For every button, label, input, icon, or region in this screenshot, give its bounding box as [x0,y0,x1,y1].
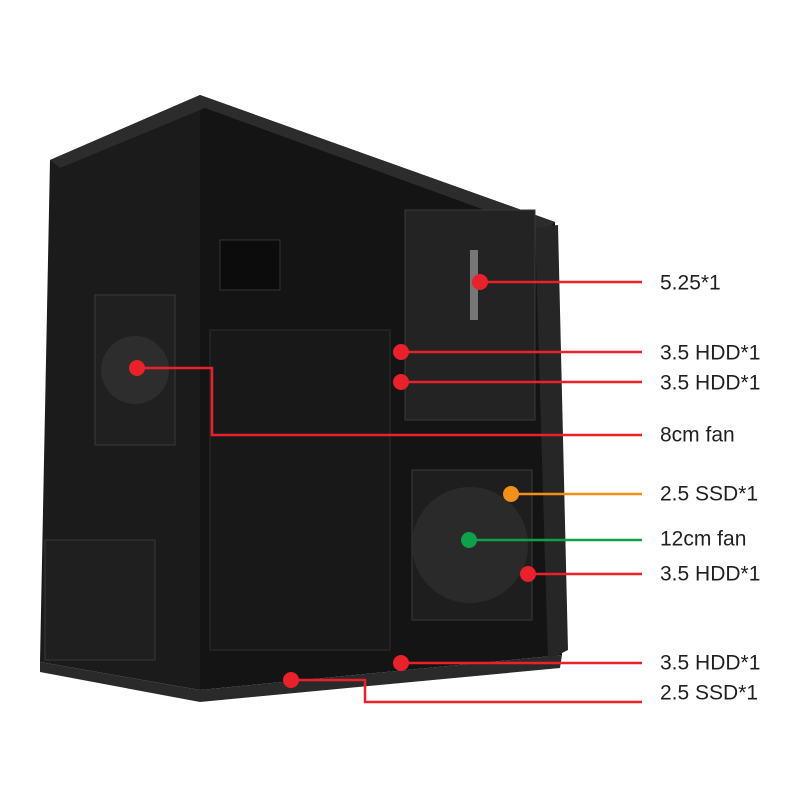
callout-label-fan-8cm: 8cm fan [660,423,735,447]
callout-dots [129,274,536,688]
callout-label-ssd-2: 2.5 SSD*1 [660,681,759,705]
callout-dot-hdd-2 [393,374,409,390]
callout-dot-ssd-2 [283,672,299,688]
callout-line-fan-8cm [137,366,642,437]
callout-dot-hdd-4 [393,655,409,671]
callout-dot-fan-12cm [461,532,477,548]
callout-label-hdd-1: 3.5 HDD*1 [660,341,761,365]
callout-label-hdd-2: 3.5 HDD*1 [660,371,761,395]
callout-dot-hdd-1 [393,344,409,360]
callout-dot-hdd-3 [520,566,536,582]
callout-dot-ssd-1 [503,486,519,502]
psu-opening [219,239,281,291]
callout-line-ssd-2 [291,678,642,704]
case-bottom [40,655,562,702]
callout-lines [137,280,642,704]
callout-dot-bay-525 [472,274,488,290]
callout-label-hdd-4: 3.5 HDD*1 [660,651,761,675]
callout-label-hdd-3: 3.5 HDD*1 [660,562,761,586]
callout-label-fan-12cm: 12cm fan [660,527,747,551]
expansion-slots [44,539,156,661]
callout-dot-fan-8cm [129,360,145,376]
motherboard-tray [209,329,391,651]
callout-label-ssd-1: 2.5 SSD*1 [660,482,759,506]
callout-label-bay-525: 5.25*1 [660,271,721,295]
case-front-panel [535,225,568,660]
